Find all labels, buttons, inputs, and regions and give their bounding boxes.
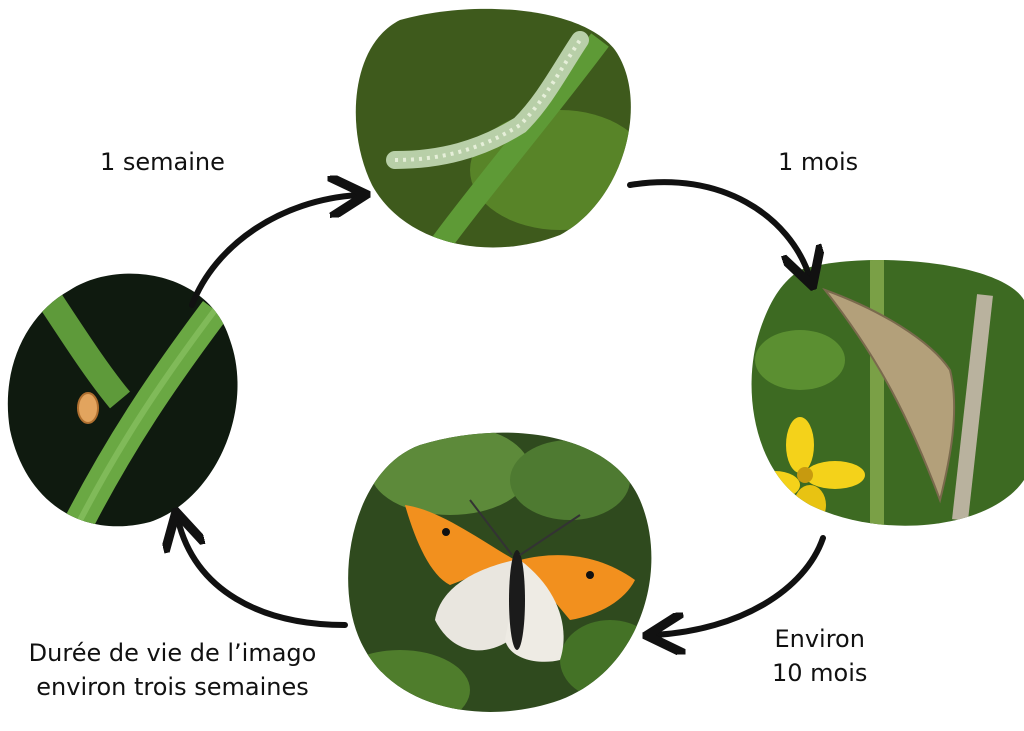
- label-line: 10 mois: [772, 659, 868, 687]
- egg-photo: [7, 273, 238, 527]
- label-line: 1 mois: [778, 148, 859, 176]
- label-line: 1 semaine: [100, 148, 225, 176]
- chrysalis: [822, 287, 956, 504]
- arrow-butterfly-to-egg: [178, 520, 348, 628]
- label-butterfly-to-egg: Durée de vie de l’imago environ trois se…: [20, 636, 325, 704]
- label-egg-to-caterpillar: 1 semaine: [100, 145, 225, 179]
- arrow-chrysalis-to-butterfly: [655, 535, 826, 635]
- label-line: environ trois semaines: [36, 673, 309, 701]
- arrow-egg-to-caterpillar: [189, 195, 358, 308]
- chrysalis-photo: [751, 260, 1024, 526]
- label-chrysalis-to-butterfly: Environ 10 mois: [772, 622, 867, 690]
- label-line: Environ: [774, 625, 865, 653]
- butterfly: [405, 499, 635, 662]
- label-line: Durée de vie de l’imago: [28, 639, 317, 667]
- egg: [77, 392, 99, 424]
- label-caterpillar-to-chrysalis: 1 mois: [778, 145, 858, 179]
- butterfly-photo: [348, 432, 652, 712]
- caterpillar-photo: [355, 8, 631, 248]
- arrow-caterpillar-to-chrysalis: [627, 179, 810, 278]
